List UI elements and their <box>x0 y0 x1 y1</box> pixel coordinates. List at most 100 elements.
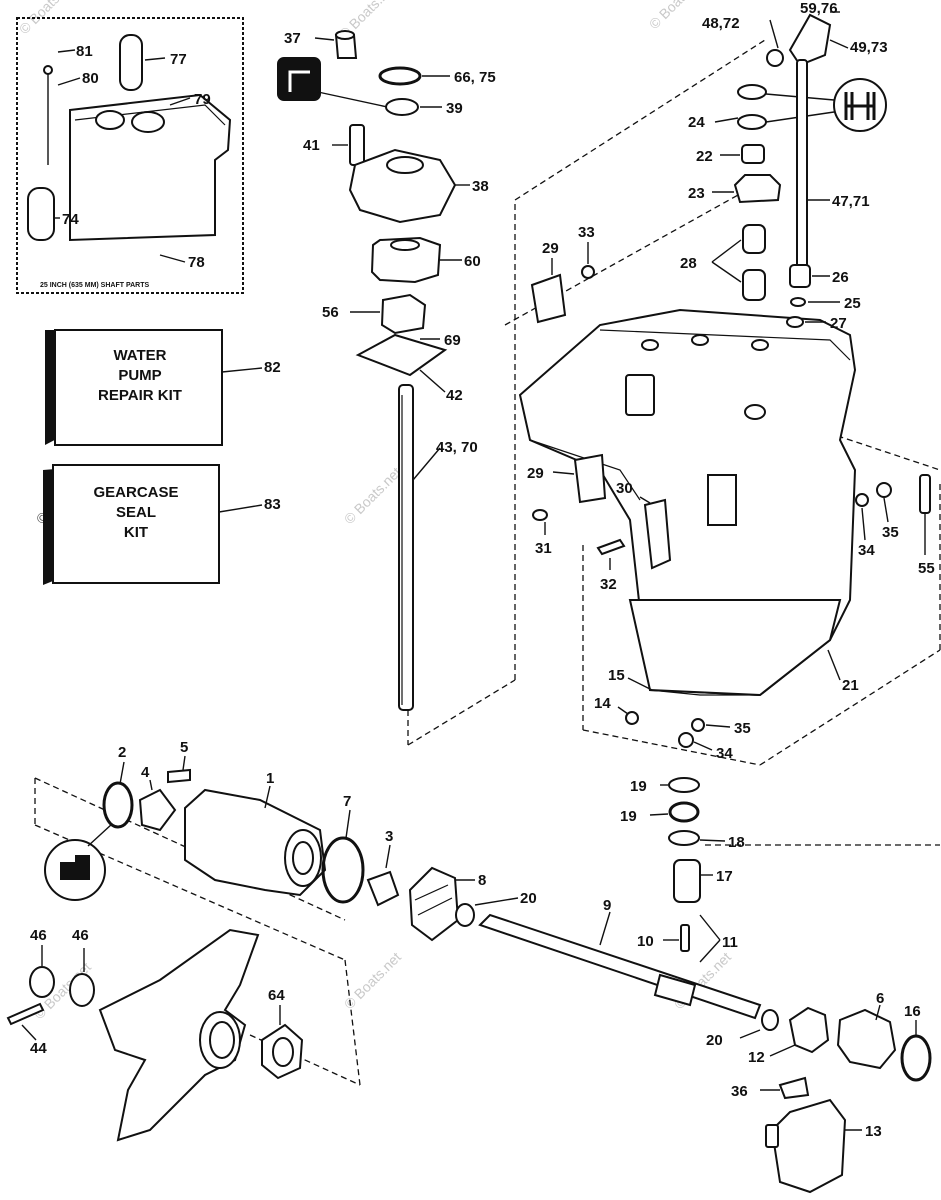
callout-13: 13 <box>865 1123 882 1140</box>
callout-19-mid: 19 <box>620 808 637 825</box>
callout-81: 81 <box>76 43 93 60</box>
clutch-dog-17 <box>673 859 701 903</box>
callout-5: 5 <box>180 739 188 756</box>
callout-78: 78 <box>188 254 205 271</box>
callout-14: 14 <box>594 695 611 712</box>
washer-34-right <box>855 493 869 507</box>
cotter-pin-44 <box>6 1002 45 1026</box>
gearcase-seal-kit-line-2: SEAL <box>116 504 156 521</box>
washer-25 <box>790 297 806 307</box>
callout-34-lower: 34 <box>716 745 733 762</box>
bushing-28b <box>742 269 766 301</box>
callout-79: 79 <box>194 91 211 108</box>
gearcase-seal-kit-line-1: GEARCASE <box>93 484 178 501</box>
trim-tab-30 <box>643 498 672 570</box>
extension-housing <box>69 93 232 242</box>
nut-33 <box>581 265 595 279</box>
callout-12: 12 <box>748 1049 765 1066</box>
callout-34-right: 34 <box>858 542 875 559</box>
callout-24: 24 <box>688 114 705 131</box>
callout-43-70: 43, 70 <box>436 439 478 456</box>
spacer-74 <box>27 187 55 241</box>
callout-17: 17 <box>716 868 733 885</box>
part-22 <box>741 144 765 164</box>
screw-14 <box>625 711 639 725</box>
gearcase-housing: 21 <box>518 308 859 697</box>
nut-35-right <box>876 482 892 498</box>
impeller-60 <box>370 236 442 284</box>
screw-32 <box>596 538 626 556</box>
washer-18 <box>668 830 700 846</box>
callout-28-left: 28 <box>680 255 697 272</box>
callout-9: 9 <box>603 897 611 914</box>
callout-80: 80 <box>82 70 99 87</box>
callout-6: 6 <box>876 990 884 1007</box>
washer-27 <box>786 316 804 328</box>
callout-31: 31 <box>535 540 552 557</box>
plate-69 <box>355 333 448 377</box>
bearing-4 <box>138 788 177 832</box>
callout-19-top: 19 <box>630 778 647 795</box>
callout-59-76: 59,76 <box>800 0 838 17</box>
callout-60: 60 <box>464 253 481 270</box>
washer-20-left <box>455 903 475 927</box>
callout-25: 25 <box>844 295 861 312</box>
callout-4: 4 <box>141 764 150 781</box>
callout-55: 55 <box>918 560 935 577</box>
cup-56 <box>380 293 427 335</box>
inset-note: 25 INCH (635 MM) SHAFT PARTS <box>40 282 149 289</box>
callout-33: 33 <box>578 224 595 241</box>
callout-1: 1 <box>266 770 274 787</box>
anode-29-lower <box>573 453 607 504</box>
washer-20-right <box>761 1009 779 1031</box>
o-ring-7 <box>321 836 365 904</box>
bushing-24a <box>737 84 767 100</box>
callout-37: 37 <box>284 30 301 47</box>
bearing-housing-assembly: 2 4 5 1 7 3 8 20 9 <box>44 739 762 1020</box>
callout-29-upper: 29 <box>542 240 559 257</box>
shift-components: 19 19 18 17 10 11 <box>620 777 745 963</box>
seal-39 <box>385 98 419 116</box>
callout-35-right: 35 <box>882 524 899 541</box>
bushing-28a <box>742 224 766 254</box>
nut-46-a <box>29 966 55 998</box>
seal-2 <box>102 781 134 829</box>
driveshaft-43-70 <box>398 384 414 711</box>
propeller-assembly: 64 46 46 44 <box>6 927 304 1142</box>
o-ring-66-75 <box>378 66 422 86</box>
callout-27: 27 <box>830 315 847 332</box>
callout-11: 11 <box>722 934 738 951</box>
callout-83: 83 <box>264 496 281 513</box>
gear-12 <box>788 1006 830 1054</box>
gearcase-21 <box>518 308 857 697</box>
bearing-carrier-13 <box>770 1098 847 1194</box>
screw-31 <box>532 509 548 521</box>
callout-69: 69 <box>444 332 461 349</box>
callout-3: 3 <box>385 828 393 845</box>
gearcase-side-parts: 29 33 29 30 31 32 34 35 55 15 14 35 <box>527 224 935 762</box>
callout-48-72: 48,72 <box>702 15 740 32</box>
callout-32: 32 <box>600 576 617 593</box>
water-pump-kit-line-1: WATER <box>113 347 166 364</box>
bushing-24b <box>737 114 767 130</box>
callout-46-b: 46 <box>72 927 89 944</box>
callout-64: 64 <box>268 987 285 1004</box>
callout-15: 15 <box>608 667 625 684</box>
bearing-19 <box>668 801 700 823</box>
water-pump-repair-kit-box: WATER PUMP REPAIR KIT 82 <box>45 329 281 446</box>
callout-42: 42 <box>446 387 463 404</box>
callout-39: 39 <box>446 100 463 117</box>
callout-30: 30 <box>616 480 633 497</box>
callout-7: 7 <box>343 793 351 810</box>
callout-38: 38 <box>472 178 489 195</box>
watermark: © Boats.net <box>341 464 404 527</box>
gearcase-seal-kit-box: GEARCASE SEAL KIT 83 <box>43 464 281 585</box>
nut-34-lower <box>678 732 694 748</box>
anode-29-upper <box>530 273 567 324</box>
callout-8: 8 <box>478 872 486 889</box>
callout-66-75: 66, 75 <box>454 69 496 86</box>
gearcase-seal-kit-line-3: KIT <box>124 524 148 541</box>
pinion-36 <box>778 1076 810 1100</box>
callout-41: 41 <box>303 137 320 154</box>
